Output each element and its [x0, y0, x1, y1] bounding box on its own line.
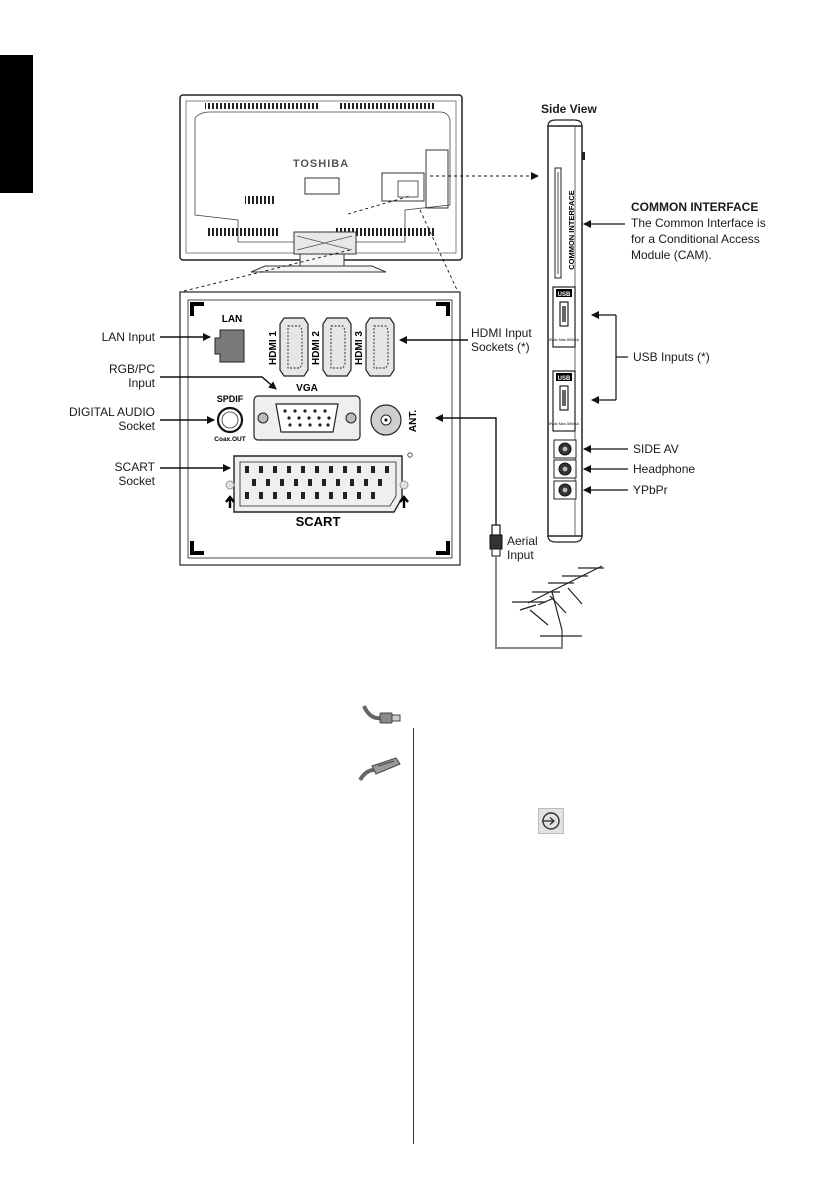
ci-desc-2: for a Conditional Access: [631, 232, 760, 246]
cable-plug-icon: [362, 705, 401, 724]
column-divider: [413, 728, 414, 1144]
tv-stand: [250, 253, 387, 273]
hdmi-port-1: HDMI 1: [268, 317, 309, 377]
digital-audio-line1: DIGITAL AUDIO: [68, 405, 155, 419]
hdmi-callout: HDMI Input Sockets (*): [471, 326, 532, 354]
aerial-callout: Aerial Input: [507, 534, 538, 562]
common-interface-callout: COMMON INTERFACE The Common Interface is…: [631, 199, 831, 263]
aerial-antenna: [512, 565, 604, 637]
tv-side-view: COMMON INTERFACE USB 5Vdc Max.500mA USB …: [547, 119, 585, 543]
ci-desc-3: Module (CAM).: [631, 248, 712, 262]
hdmi2-label: HDMI 2: [311, 331, 322, 365]
antenna-port: ANT.: [370, 404, 419, 436]
scart-label: SCART: [296, 514, 341, 529]
vga-port: VGA: [253, 383, 361, 441]
ant-label: ANT.: [408, 410, 419, 432]
connection-diagram: TOSHIBA LAN HDMI 1 HDMI 2 HDMI 3: [160, 94, 628, 649]
aerial-plug: [489, 524, 503, 557]
usb2-label: USB: [558, 376, 571, 382]
input-source-icon: [538, 808, 564, 834]
lan-label: LAN: [222, 314, 243, 325]
ypbpr-callout: YPbPr: [633, 483, 668, 497]
scart-plug-icon: [358, 757, 401, 782]
spdif-port: SPDIF Coax.OUT: [214, 394, 245, 443]
hdmi-line2: Sockets (*): [471, 340, 530, 354]
section-tab: [0, 55, 33, 193]
usb1-rating: 5Vdc Max.500mA: [549, 338, 579, 342]
lan-port: LAN: [214, 314, 245, 363]
hdmi3-label: HDMI 3: [354, 331, 365, 365]
rgb-pc-callout: RGB/PC Input: [60, 362, 155, 390]
ci-desc-1: The Common Interface is: [631, 216, 766, 230]
rgb-pc-line1: RGB/PC: [108, 362, 155, 376]
usb1-label: USB: [558, 292, 571, 298]
digital-audio-callout: DIGITAL AUDIO Socket: [40, 405, 155, 433]
usb-inputs-callout: USB Inputs (*): [633, 350, 710, 364]
scart-port: SCART: [225, 452, 413, 529]
rgb-pc-line2: Input: [128, 376, 155, 390]
hdmi1-label: HDMI 1: [268, 331, 279, 365]
side-av-callout: SIDE AV: [633, 442, 679, 456]
hdmi-port-3: HDMI 3: [354, 317, 395, 377]
headphone-callout: Headphone: [633, 462, 696, 476]
side-view-title: Side View: [541, 102, 597, 116]
hdmi-line1: HDMI Input: [471, 326, 532, 340]
lan-input-callout: LAN Input: [101, 330, 155, 344]
tv-back: TOSHIBA: [179, 94, 463, 261]
tv-brand-logo: TOSHIBA: [293, 158, 349, 170]
spdif-label: SPDIF: [217, 394, 244, 404]
vga-label: VGA: [296, 383, 318, 394]
hdmi-port-2: HDMI 2: [311, 317, 352, 377]
scart-line2: Socket: [118, 474, 155, 488]
scart-callout: SCART Socket: [60, 460, 155, 488]
ci-slot-label: COMMON INTERFACE: [567, 190, 576, 270]
ci-title: COMMON INTERFACE: [631, 200, 759, 214]
aerial-line2: Input: [507, 548, 534, 562]
spdif-sub-label: Coax.OUT: [214, 436, 245, 443]
usb2-rating: 5Vdc Max.500mA: [549, 422, 579, 426]
aerial-line1: Aerial: [507, 534, 538, 548]
digital-audio-line2: Socket: [118, 419, 155, 433]
scart-line1: SCART: [114, 460, 155, 474]
